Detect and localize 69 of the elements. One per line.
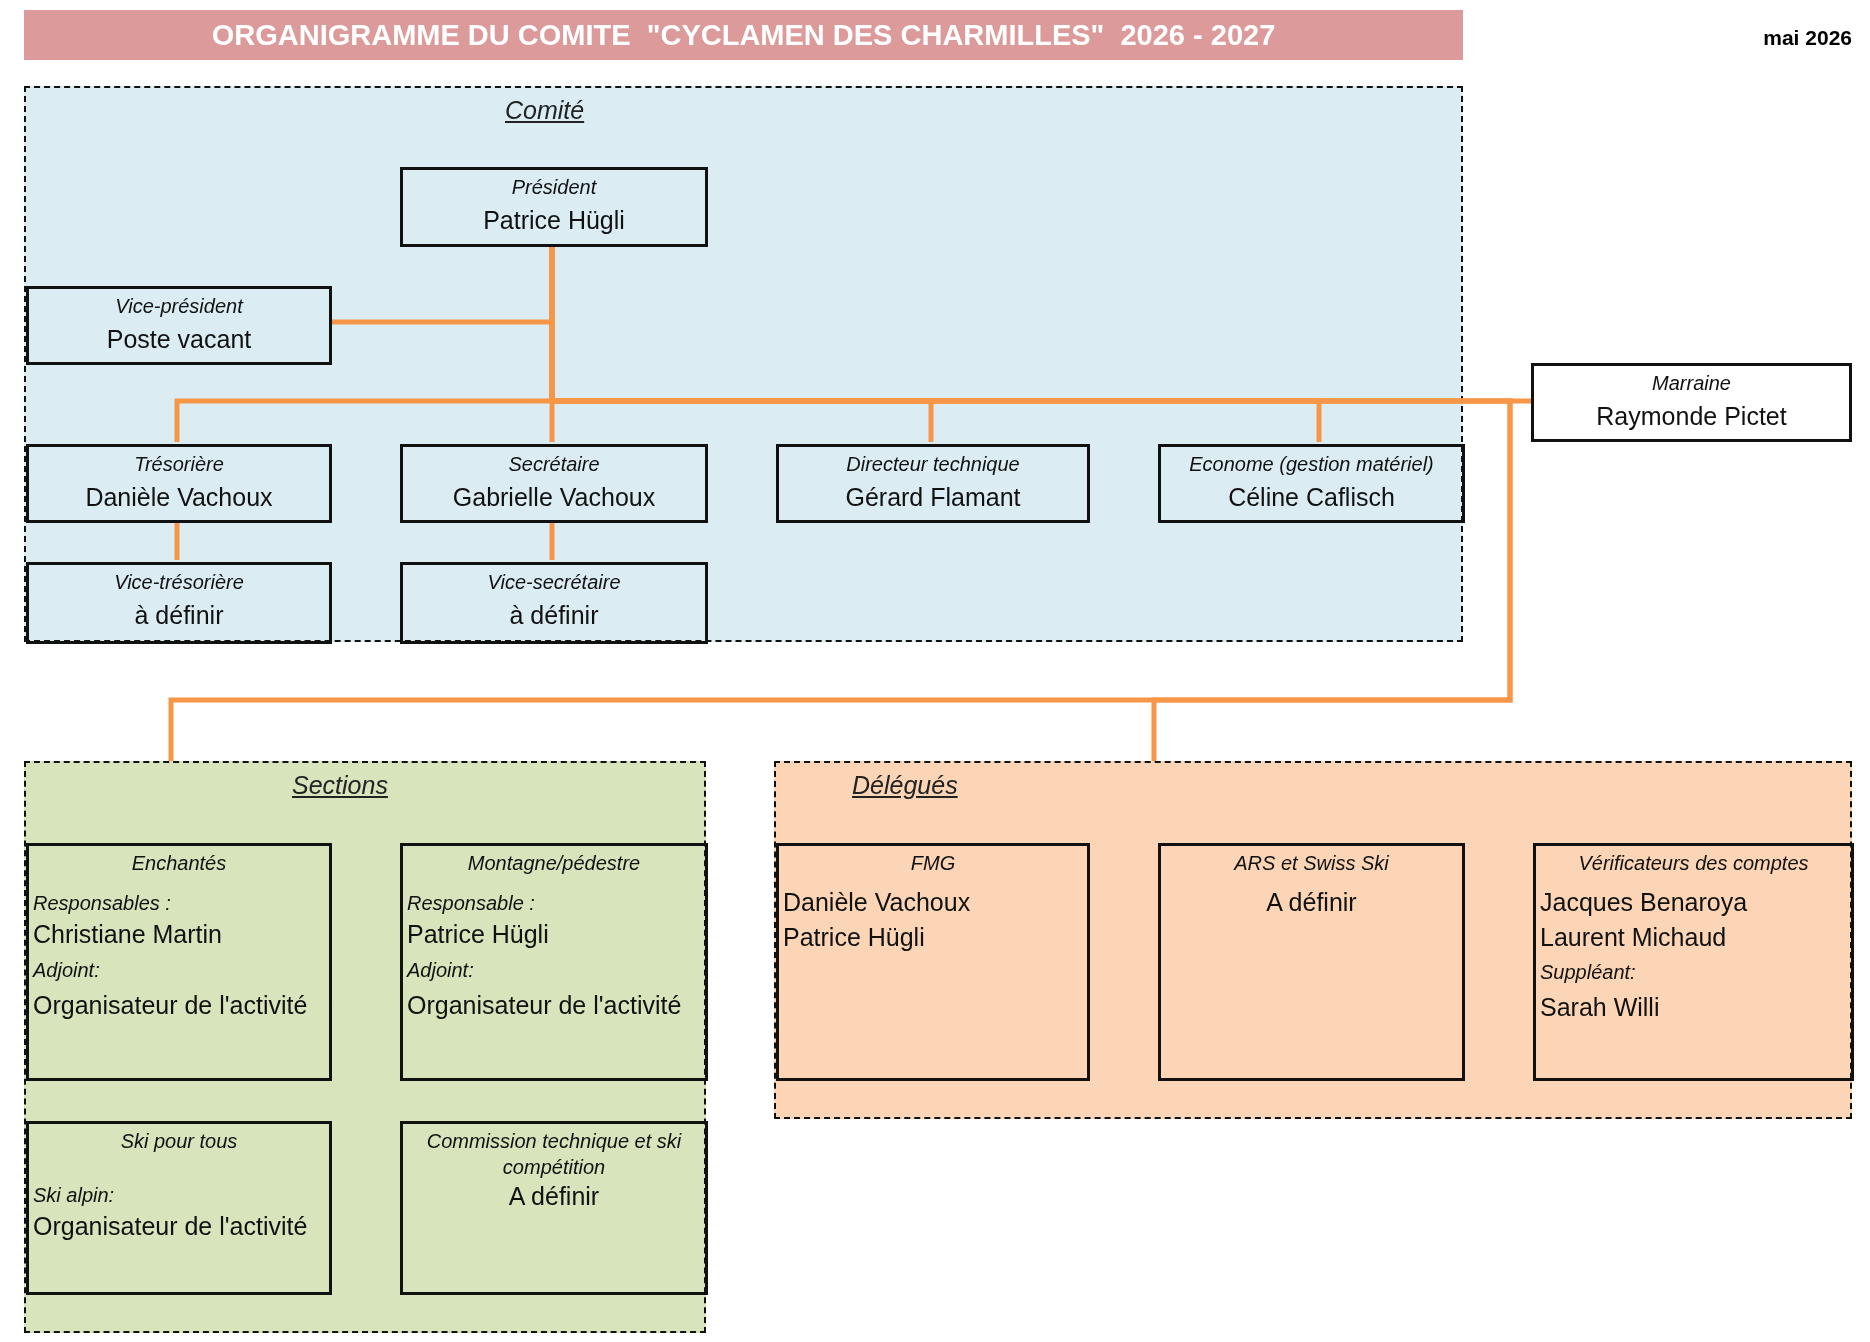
role-box xyxy=(400,843,708,1081)
sub-label: Adjoint: xyxy=(407,957,475,983)
sub-label: Suppléant: xyxy=(1540,960,1637,985)
role-box xyxy=(400,1121,708,1295)
role-title: FMG xyxy=(909,851,957,876)
group-heading: Sections xyxy=(292,771,388,800)
group-heading: Comité xyxy=(505,96,585,125)
person-name: Patrice Hügli xyxy=(407,919,550,950)
role-box xyxy=(400,444,708,523)
role-title: Vice-secrétaire xyxy=(486,570,622,595)
role-title: Enchantés xyxy=(130,851,228,876)
group-frame xyxy=(24,761,706,1333)
sub-label: Adjoint: xyxy=(33,957,101,983)
person-name: Danièle Vachoux xyxy=(783,887,972,918)
person-name: Patrice Hügli xyxy=(783,921,926,953)
role-box xyxy=(1158,843,1465,1081)
person-name: Organisateur de l'activité xyxy=(407,989,683,1021)
connector-line xyxy=(549,521,555,560)
connector-line xyxy=(174,521,180,560)
role-title: Vice-président xyxy=(114,294,245,319)
role-box xyxy=(26,444,332,523)
person-name: Gabrielle Vachoux xyxy=(451,482,657,513)
role-box xyxy=(776,843,1090,1081)
role-box xyxy=(1158,444,1465,523)
role-box xyxy=(776,444,1090,523)
person-name: Organisateur de l'activité xyxy=(33,989,309,1021)
person-name: Organisateur de l'activité xyxy=(33,1211,309,1242)
date-label: mai 2026 xyxy=(1763,26,1852,50)
role-box xyxy=(26,1121,332,1295)
role-box xyxy=(26,562,332,644)
title-banner: ORGANIGRAMME DU COMITE "CYCLAMEN DES CHARMILLES" 2026 - 2027 xyxy=(24,10,1463,60)
role-box xyxy=(400,167,708,247)
person-name: Danièle Vachoux xyxy=(84,482,274,513)
role-box xyxy=(1531,363,1852,442)
person-name: Laurent Michaud xyxy=(1540,921,1728,953)
role-box xyxy=(26,286,332,365)
role-title: Directeur technique xyxy=(845,452,1021,477)
role-title: Commission technique et ski compétition xyxy=(425,1129,683,1180)
role-title: Vice-trésorière xyxy=(113,570,245,595)
person-name: Patrice Hügli xyxy=(482,205,626,236)
role-title: Marraine xyxy=(1651,371,1732,396)
person-name: Jacques Benaroya xyxy=(1540,887,1749,918)
person-name: Poste vacant xyxy=(105,324,253,355)
role-title: Econome (gestion matériel) xyxy=(1188,452,1435,477)
person-name: Christiane Martin xyxy=(33,919,223,950)
role-title: ARS et Swiss Ski xyxy=(1232,851,1390,876)
role-box xyxy=(1533,843,1854,1081)
person-name: A définir xyxy=(507,1181,601,1212)
person-name: Raymonde Pictet xyxy=(1595,401,1788,432)
group-heading: Délégués xyxy=(852,771,958,800)
person-name: A définir xyxy=(1265,887,1358,918)
role-title: Président xyxy=(510,175,598,200)
group-frame xyxy=(774,761,1852,1119)
person-name: à définir xyxy=(133,600,225,631)
role-box xyxy=(26,843,332,1081)
sub-label: Responsables : xyxy=(33,891,172,916)
sub-label: Ski alpin: xyxy=(33,1183,116,1208)
role-box xyxy=(400,562,708,644)
role-title: Trésorière xyxy=(133,452,225,477)
sub-label: Responsable : xyxy=(407,891,536,916)
role-title: Secrétaire xyxy=(507,452,601,477)
person-name: Gérard Flamant xyxy=(844,482,1022,513)
person-name: Sarah Willi xyxy=(1540,992,1661,1023)
group-frame xyxy=(24,86,1463,642)
person-name: à définir xyxy=(508,600,600,631)
role-title: Montagne/pédestre xyxy=(466,851,642,876)
role-title: Vérificateurs des comptes xyxy=(1577,851,1810,876)
person-name: Céline Caflisch xyxy=(1227,482,1396,513)
role-title: Ski pour tous xyxy=(119,1129,239,1154)
